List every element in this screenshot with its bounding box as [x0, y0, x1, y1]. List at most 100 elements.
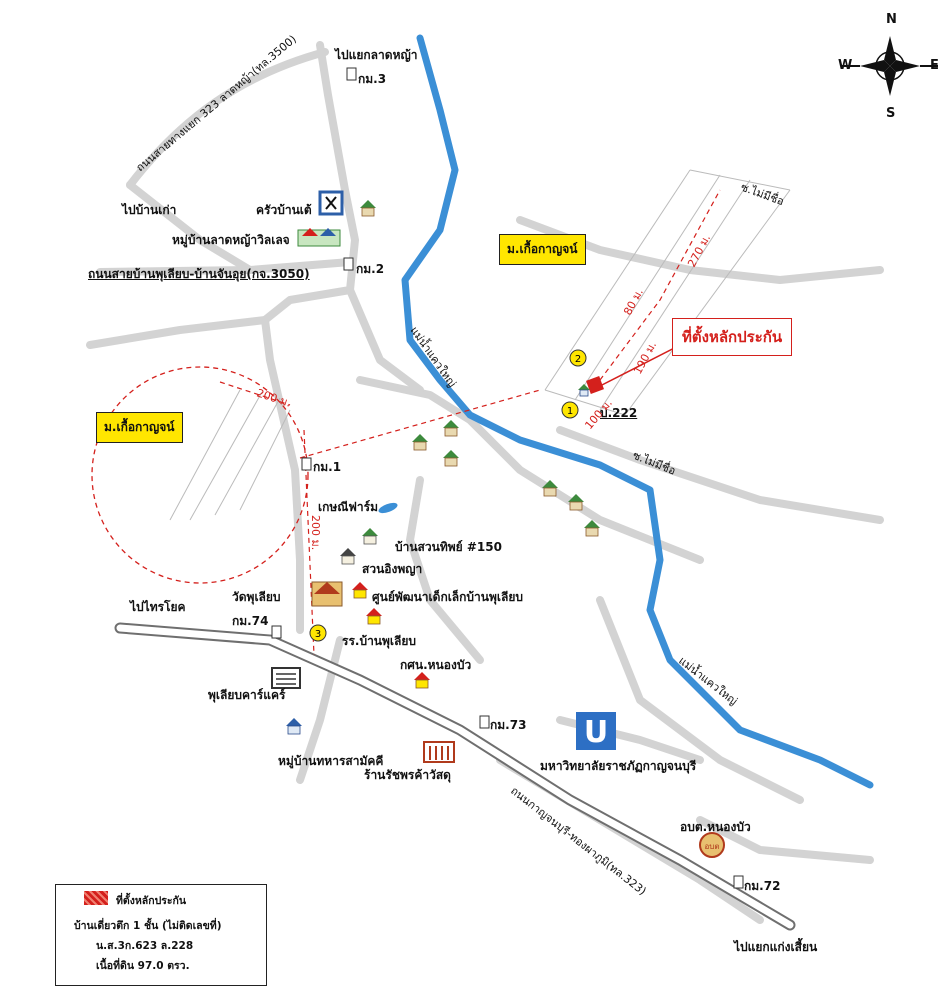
house-icon: [568, 494, 584, 511]
km-post-icon: [733, 875, 744, 889]
collateral-marker: [586, 376, 604, 394]
label-child-dev-center: ศูนย์พัฒนาเด็กเล็กบ้านพุเลียบ: [372, 590, 523, 604]
compass-s: S: [886, 106, 896, 121]
label-ratcha-store: ร้านรัชพรค้าวัสดุ: [364, 768, 451, 782]
highway-323: [114, 622, 796, 931]
house-icon: [340, 548, 356, 565]
radius-circle: [91, 366, 309, 584]
label-km3: กม.3: [358, 72, 387, 86]
road-south-loop: [406, 476, 484, 664]
road-ural: [596, 596, 804, 804]
label-kor-sor-nong-bua: กศน.หนองบัว: [400, 658, 472, 672]
svg-text:U: U: [584, 715, 608, 750]
svg-text:3: 3: [315, 629, 321, 640]
label-dist-270: 270 ม.: [685, 232, 713, 269]
farm-pond-icon: [378, 502, 398, 514]
village-icon: [297, 228, 341, 247]
label-km72: กม.72: [744, 879, 781, 893]
legend-collateral: ที่ตั้งหลักประกัน: [116, 895, 187, 907]
label-obt-nong-bua: อบต.หนองบัว: [680, 820, 751, 834]
subdivision-lines: [169, 169, 791, 521]
label-bor-222: บ.222: [600, 406, 638, 420]
compass-w: W: [838, 58, 853, 73]
label-soi-2: ซ.ไม่มีชื่อ: [631, 447, 678, 478]
compass-rose: N S W E: [838, 12, 942, 124]
marker-2: 2: [569, 349, 587, 367]
label-collateral-location: ที่ตั้งหลักประกัน: [672, 318, 793, 356]
house-icon: [443, 420, 459, 437]
label-rd-3050: ถนนสายบ้านพุเลียบ-บ้านจันอุย(กจ.3050): [88, 267, 310, 281]
km-post-icon: [343, 257, 354, 271]
house-icon: [352, 582, 368, 599]
label-kasetfarm: เกษณีฟาร์ม: [318, 500, 378, 514]
label-lat-ya-village: หมู่บ้านลาดหญ้าวิลเลจ: [172, 233, 290, 247]
compass-e: E: [930, 58, 939, 73]
dashed-distance-ne: [599, 189, 721, 381]
house-icon: [443, 450, 459, 467]
svg-text:1: 1: [567, 406, 573, 417]
house-icon: [362, 528, 378, 545]
marker-3: 3: [309, 624, 327, 642]
label-km2: กม.2: [356, 262, 385, 276]
road-ban-kao: [126, 181, 254, 274]
house-icon: [542, 480, 558, 497]
label-to-sai-yok: ไปไทรโยค: [130, 600, 186, 614]
road-middle: [346, 286, 424, 394]
legend-house-type: บ้านเดี่ยวตึก 1 ชั้น (ไม่ติดเลขที่): [74, 920, 222, 932]
marker-1: 1: [561, 401, 579, 419]
label-rd-3500: ถนนสายทางแยก 323 ลาดหญ้า(ทล.3500): [134, 33, 299, 175]
label-dist-80: 80 ม.: [621, 286, 646, 317]
temple-icon: [311, 581, 343, 607]
label-ban-suan-tip: บ้านสวนทิพย์ #150: [395, 540, 502, 554]
dashed-200-arc: [219, 381, 291, 406]
svg-text:2: 2: [575, 354, 581, 365]
river-mae-klong-yai: [401, 34, 874, 789]
house-icon: [414, 672, 430, 689]
label-school-pu-liap: รร.บ้านพุเลียบ: [342, 634, 417, 648]
label-to-lat-ya: ไปแยกลาดหญ้า: [335, 48, 418, 62]
compass-n: N: [886, 12, 897, 27]
dashed-link: [299, 389, 541, 459]
label-moo-kua-karn-1: ม.เกื้อกาญจน์: [499, 234, 586, 265]
svg-text:อบต: อบต: [704, 842, 719, 851]
road-network: [86, 41, 884, 924]
university-logo: U: [576, 712, 616, 750]
label-km73: กม.73: [490, 718, 527, 732]
legend-deed: น.ส.3ก.623 ล.228: [96, 940, 194, 952]
label-km1: กม.1: [313, 460, 342, 474]
road-3500: [126, 48, 329, 189]
label-to-kaeng-sian: ไปแยกแก่งเสี้ยน: [734, 940, 818, 954]
carcare-icon: [271, 667, 301, 689]
label-to-ban-kao: ไปบ้านเก่า: [122, 203, 177, 217]
house-icon: [412, 434, 428, 451]
label-soldier-village: หมู่บ้านทหารสามัคคี: [278, 754, 384, 768]
label-km74: กม.74: [232, 614, 269, 628]
restaurant-icon: [318, 190, 344, 216]
house-icon: [584, 520, 600, 537]
label-university: มหาวิทยาลัยราชภัฏกาญจนบุรี: [540, 759, 697, 773]
compass-icon: [842, 36, 938, 96]
label-pu-liap-carcare: พุเลียบคาร์แคร์: [208, 688, 286, 702]
legend-collateral-swatch: [84, 891, 108, 905]
km-post-icon: [271, 625, 282, 639]
road-west: [86, 316, 269, 349]
km-post-icon: [301, 457, 312, 471]
legend-area: เนื้อที่ดิน 97.0 ตรว.: [96, 960, 190, 972]
km-post-icon: [346, 67, 357, 81]
label-moo-kua-karn-2: ม.เกื้อกาญจน์: [96, 412, 183, 443]
house-icon: [360, 200, 376, 217]
label-river-1: แม่น้ำแควใหญ่: [408, 323, 461, 389]
label-soi-1: ซ.ไม่มีชื่อ: [739, 179, 786, 209]
km-post-icon: [479, 715, 490, 729]
road-main-south: [291, 466, 304, 634]
obt-seal-icon: อบต: [699, 832, 725, 858]
label-dist-200-b: 200 ม.: [309, 515, 322, 550]
km-post-icons: [271, 67, 744, 889]
label-suan-ing-phaya: สวนอิงพญา: [362, 562, 423, 576]
label-krua-ban-tae: ครัวบ้านเต้: [256, 203, 312, 217]
store-icon: [423, 741, 455, 763]
house-icon: [286, 718, 302, 735]
road-se: [696, 816, 874, 864]
label-wat-pu-liap: วัดพุเลียบ: [232, 590, 281, 604]
